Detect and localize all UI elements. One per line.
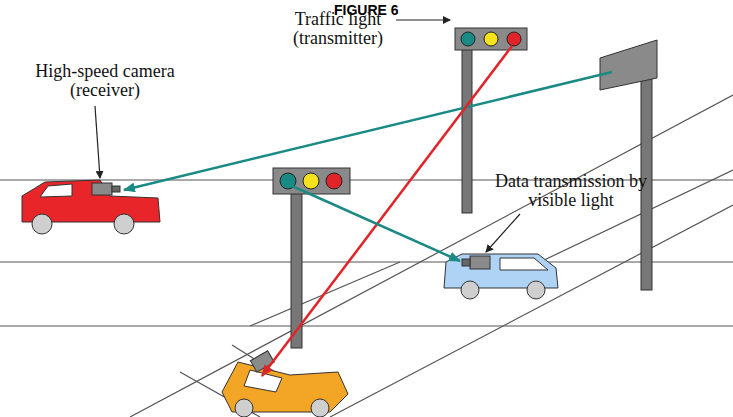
leader-line [396, 19, 450, 20]
red-car [22, 180, 160, 234]
road-sign [600, 40, 657, 290]
orange-car [222, 351, 348, 417]
callout-label: High-speed camera (receiver) [20, 62, 190, 100]
leader-line [95, 106, 100, 178]
light-beam [292, 186, 460, 261]
blue-car [444, 254, 558, 299]
callout-label: Traffic light (transmitter) [282, 10, 394, 48]
callout-label: Data transmission by visible light [486, 172, 656, 210]
leader-line [486, 214, 520, 252]
road-lines [0, 95, 733, 417]
light-beam [262, 46, 512, 376]
